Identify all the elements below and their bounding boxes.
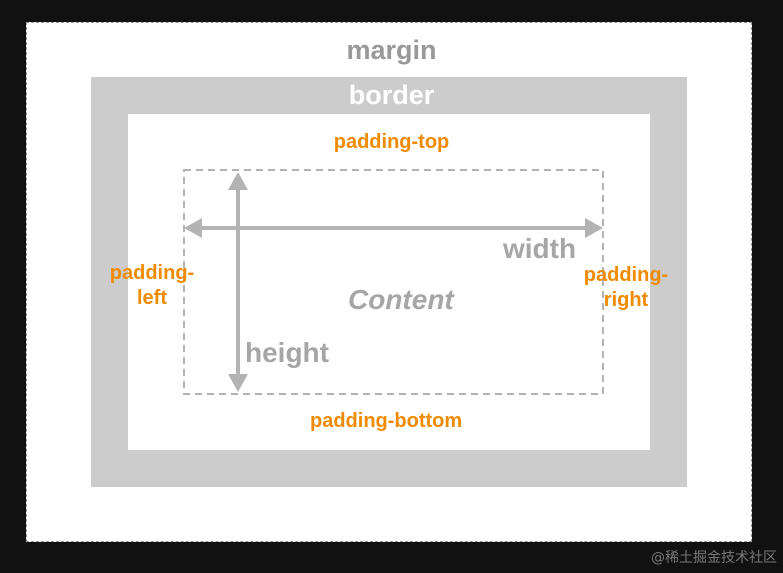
height-arrow xyxy=(228,172,248,392)
border-label: border xyxy=(348,80,435,110)
width-arrow xyxy=(184,218,603,238)
content-box xyxy=(183,169,604,395)
margin-label: margin xyxy=(346,35,437,65)
padding-bottom-label: padding-bottom xyxy=(310,410,463,432)
padding-top-label: padding-top xyxy=(333,131,450,153)
padding-right-label: padding- right xyxy=(583,264,669,311)
padding-left-label: padding- left xyxy=(109,262,195,309)
content-label: Content xyxy=(348,284,454,315)
watermark: @稀土掘金技术社区 xyxy=(651,550,777,566)
width-label: width xyxy=(503,233,577,264)
height-label: height xyxy=(245,337,329,368)
